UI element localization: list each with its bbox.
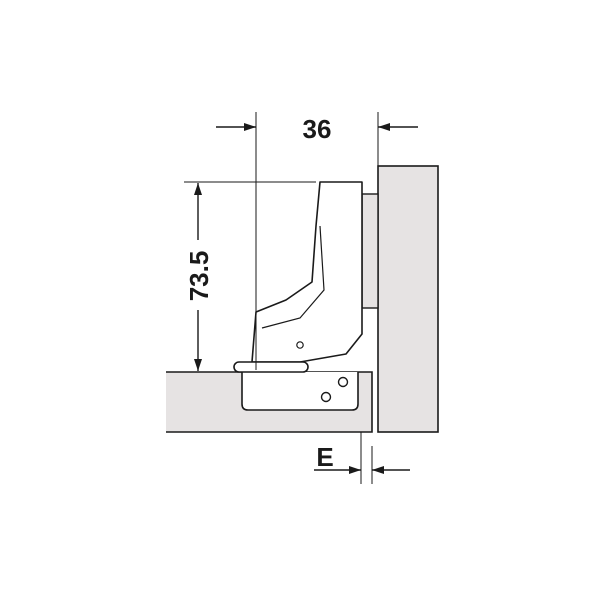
hinge-arm [251,181,363,363]
cabinet-side-panel [377,165,439,433]
overlay-dimension-label: E [316,442,333,472]
height-label-backdrop [184,240,214,310]
hinge-arm-inner-edge [261,225,325,329]
hinge-cup-flange [233,361,309,373]
height-dimension-label: 73.5 [184,251,214,302]
width-dimension-label: 36 [303,114,332,144]
cup-screw-hole-top [337,376,349,388]
hinge-screw-small [296,341,304,349]
mounting-plate [361,193,379,309]
cup-screw-hole-bottom [320,391,332,403]
